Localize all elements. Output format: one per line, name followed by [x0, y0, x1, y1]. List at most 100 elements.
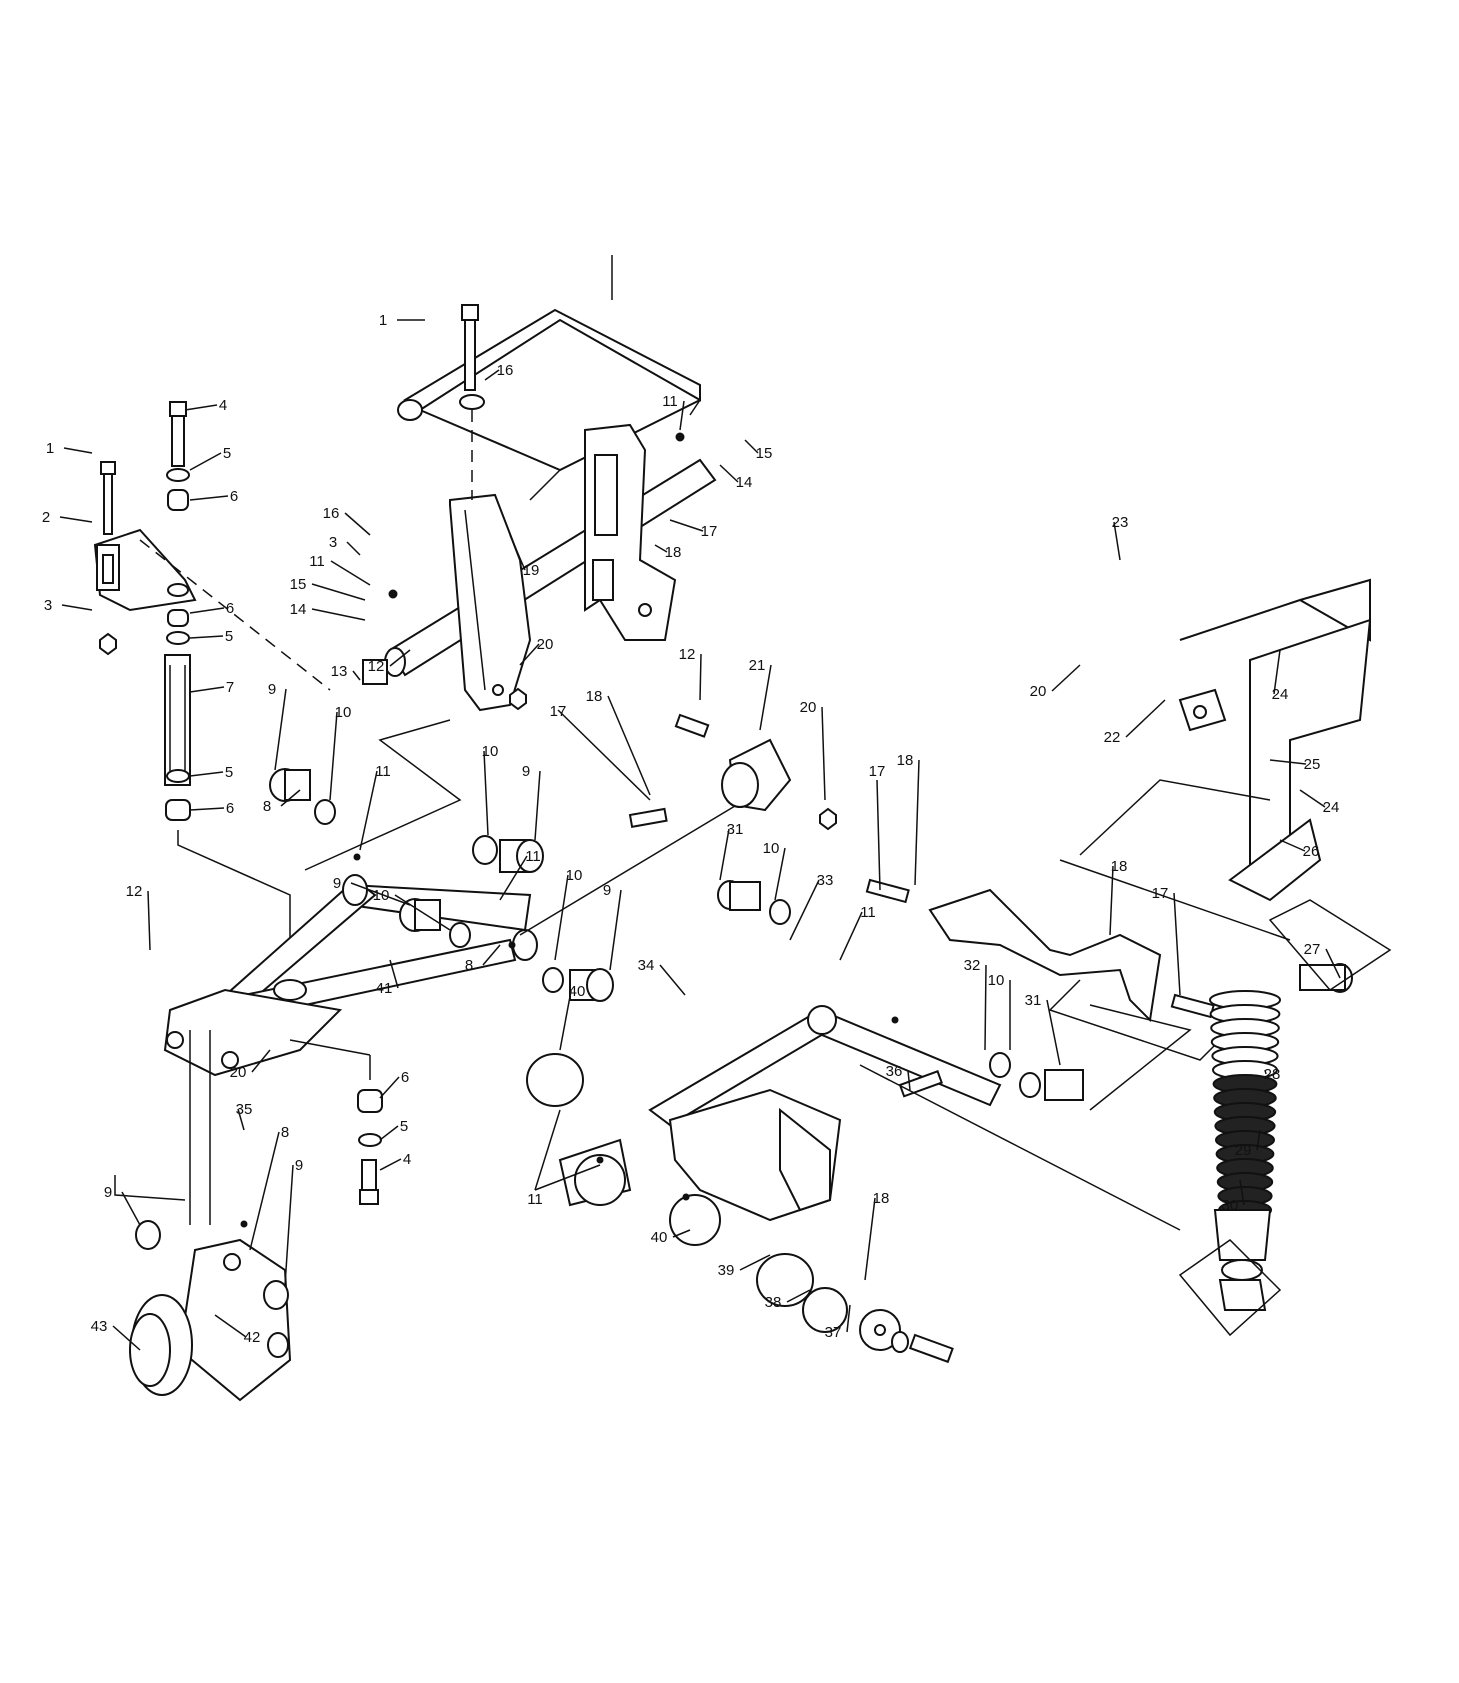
- leader-line: [483, 750, 489, 836]
- leader-line: [112, 1325, 141, 1351]
- callout-label: 24: [1272, 686, 1289, 703]
- callout-label: 8: [465, 957, 473, 974]
- leader-line: [759, 664, 772, 731]
- leader-line: [1299, 789, 1326, 808]
- callout-label: 17: [869, 763, 886, 780]
- callout-label: 12: [126, 883, 143, 900]
- callout-label: 8: [263, 798, 271, 815]
- callout-label: 1: [379, 312, 387, 329]
- callout-label: 42: [244, 1329, 261, 1346]
- callout-label: 12: [368, 658, 385, 675]
- callout-label: 40: [569, 983, 586, 1000]
- callout-label: 32: [964, 957, 981, 974]
- callout-label: 6: [226, 600, 234, 617]
- leader-line: [744, 439, 759, 454]
- leader-line: [147, 890, 151, 951]
- leader-line: [189, 452, 222, 471]
- leader-line: [274, 688, 287, 771]
- leader-line: [557, 709, 651, 801]
- leader-line: [121, 1191, 141, 1226]
- callout-label: 29: [1235, 1142, 1252, 1159]
- callout-label: 24: [1323, 799, 1340, 816]
- callout-label: 34: [638, 957, 655, 974]
- leader-line: [1269, 759, 1307, 765]
- callout-label: 11: [662, 393, 678, 410]
- callout-label: 4: [219, 397, 227, 414]
- callout-label: 6: [230, 488, 238, 505]
- leader-line: [672, 1229, 691, 1238]
- leader-line: [1113, 521, 1121, 561]
- callout-label: 21: [749, 657, 766, 674]
- upper-a-arm: [163, 874, 538, 1077]
- callout-label: 17: [1152, 885, 1169, 902]
- callout-label: 31: [1025, 992, 1042, 1009]
- leader-line: [189, 686, 225, 693]
- leader-line: [189, 495, 229, 501]
- leader-line: [907, 1070, 911, 1091]
- callout-label: 9: [603, 882, 611, 899]
- leader-line: [534, 770, 541, 841]
- callout-label: 18: [897, 752, 914, 769]
- leader-line: [719, 828, 730, 881]
- callout-label: 11: [527, 1191, 543, 1208]
- shock-absorber: [1178, 899, 1392, 1337]
- leader-line: [719, 464, 739, 483]
- callout-label: 11: [525, 848, 541, 865]
- leader-lines: [59, 319, 1341, 1351]
- callout-label: 10: [566, 867, 583, 884]
- callout-label: 16: [323, 505, 340, 522]
- leader-line: [786, 1289, 811, 1303]
- leader-line: [821, 706, 826, 801]
- callout-label: 9: [522, 763, 530, 780]
- leader-line: [189, 807, 225, 811]
- leader-line: [774, 847, 786, 901]
- callout-label: 41: [376, 980, 393, 997]
- leader-line: [346, 541, 361, 556]
- callout-label: 10: [335, 704, 352, 721]
- leader-line: [1256, 1129, 1261, 1151]
- pitman-arm-right: [584, 423, 677, 641]
- callout-label: 6: [401, 1069, 409, 1086]
- leader-line: [1125, 699, 1166, 738]
- leader-line: [1325, 948, 1341, 979]
- leader-line: [839, 911, 863, 961]
- leader-line: [739, 1254, 771, 1271]
- callout-label: 18: [873, 1190, 890, 1207]
- leader-line: [237, 1108, 245, 1131]
- callout-label: 19: [523, 562, 540, 579]
- callout-label: 18: [665, 544, 682, 561]
- callout-label: 22: [1104, 729, 1121, 746]
- leader-line: [189, 635, 224, 639]
- leader-line: [659, 964, 686, 996]
- callout-label: 37: [825, 1324, 842, 1341]
- leader-line: [1273, 649, 1281, 695]
- part-13-square-shaft: [362, 659, 388, 685]
- leader-line: [1239, 1179, 1245, 1206]
- callout-label: 14: [736, 474, 753, 491]
- leader-line: [344, 512, 371, 536]
- spindle-knuckle: [114, 1030, 383, 1402]
- shock-mount-bracket: [1059, 578, 1372, 941]
- callout-label: 9: [295, 1157, 303, 1174]
- leader-line: [554, 874, 569, 961]
- callout-label: 20: [230, 1064, 247, 1081]
- leader-line: [699, 653, 702, 701]
- callout-label: 16: [497, 362, 514, 379]
- leader-line: [1051, 664, 1081, 692]
- leader-line: [63, 447, 93, 454]
- leader-line: [1279, 839, 1306, 852]
- callout-label: 31: [727, 821, 744, 838]
- leader-line: [559, 990, 572, 1051]
- callout-label: 30: [1222, 1197, 1239, 1214]
- callout-label: 14: [290, 601, 307, 618]
- leader-line: [669, 519, 704, 532]
- callout-label: 3: [329, 534, 337, 551]
- callout-label: 11: [860, 904, 876, 921]
- leader-line: [1264, 1069, 1267, 1075]
- steering-post-stack: [164, 401, 291, 940]
- steering-block-2: [93, 461, 331, 691]
- callout-label: 10: [763, 840, 780, 857]
- callout-label: 33: [817, 872, 834, 889]
- leader-line: [184, 404, 218, 411]
